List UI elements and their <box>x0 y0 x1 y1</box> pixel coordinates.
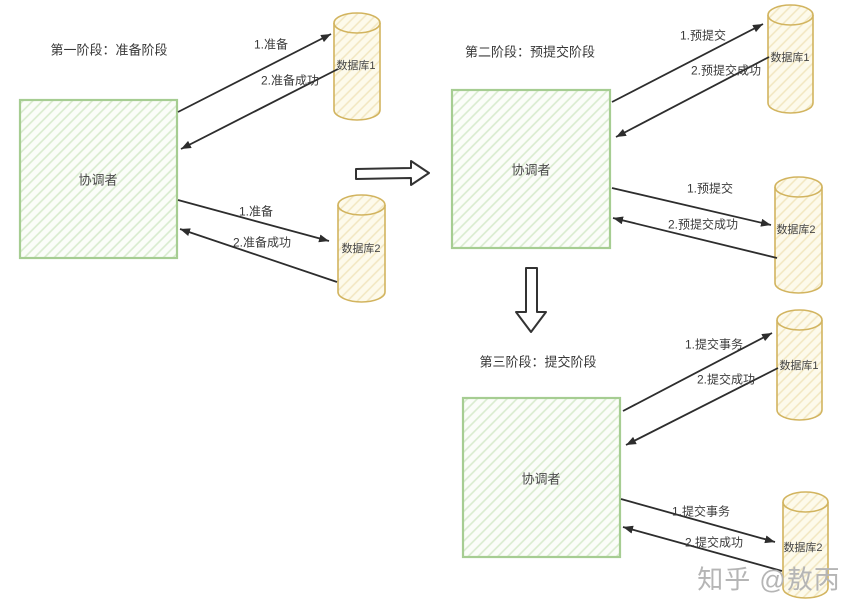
zhihu-watermark: 知乎 @敖丙 <box>697 564 841 595</box>
phase3-message-commit-ok-db2: 2.提交成功 <box>684 535 744 550</box>
flow-arrow-down-icon <box>515 267 547 333</box>
phase1-prepare-ok-arrow-db2 <box>179 228 338 283</box>
phase1-title: 第一阶段：准备阶段 <box>50 42 168 58</box>
phase1-prepare-arrow-db1 <box>177 33 332 113</box>
phase1-database2-label: 数据库2 <box>341 243 381 255</box>
phase1-database1-cylinder <box>333 23 381 121</box>
phase2-database1-cylinder-top <box>767 4 814 26</box>
phase1-message-prepare-ok-db1: 2.准备成功 <box>260 73 320 88</box>
phase1-database2-cylinder <box>337 205 386 303</box>
phase3-title: 第三阶段：提交阶段 <box>479 354 597 370</box>
phase3-message-commit-db2: 1.提交事务 <box>671 504 731 519</box>
phase2-database2-cylinder-top <box>774 176 823 198</box>
phase2-precommit-arrow-db2 <box>611 187 772 227</box>
phase2-database1-label: 数据库1 <box>770 52 810 64</box>
phase3-database1-cylinder <box>776 320 823 421</box>
phase1-coordinator-box <box>18 98 179 260</box>
phase2-coordinator-box <box>450 88 612 250</box>
phase1-database1-label: 数据库1 <box>336 60 376 72</box>
phase2-message-precommit-ok-db1: 2.预提交成功 <box>690 63 762 78</box>
phase1-message-prepare-ok-db2: 2.准备成功 <box>232 235 292 250</box>
phase3-database2-label: 数据库2 <box>783 542 823 554</box>
phase1-coordinator-label: 协调者 <box>78 172 118 188</box>
phase3-commit-arrow-db1 <box>622 332 773 412</box>
phase2-precommit-ok-arrow-db2 <box>612 216 778 259</box>
phase3-message-commit-db1: 1.提交事务 <box>684 337 744 352</box>
phase3-database1-label: 数据库1 <box>779 360 819 372</box>
phase1-group <box>18 12 386 303</box>
phase1-database2-cylinder-top <box>337 194 386 216</box>
phase2-database2-cylinder <box>774 187 823 294</box>
phase1-message-prepare-db1: 1.准备 <box>253 37 289 52</box>
phase2-coordinator-label: 协调者 <box>511 162 551 178</box>
phase2-precommit-ok-arrow-db1 <box>615 56 770 138</box>
phase2-database1-cylinder <box>767 15 814 114</box>
phase1-prepare-ok-arrow-db1 <box>180 68 339 150</box>
phase3-database2-cylinder-top <box>782 491 829 513</box>
phase3-commit-ok-arrow-db2 <box>622 525 783 572</box>
phase1-database1-cylinder-top <box>333 12 381 34</box>
phase3-coordinator-label: 协调者 <box>521 471 561 487</box>
phase3-database2-cylinder <box>782 502 829 599</box>
phase3-database1-cylinder-top <box>776 309 823 331</box>
phase1-prepare-arrow-db2 <box>177 199 330 243</box>
phase3-group <box>461 309 829 599</box>
phase2-database2-label: 数据库2 <box>776 224 816 236</box>
phase1-message-prepare-db2: 1.准备 <box>238 204 274 219</box>
phase3-commit-ok-arrow-db1 <box>625 367 779 446</box>
phase3-coordinator-box <box>461 396 622 559</box>
flow-arrow-right-icon <box>355 160 430 186</box>
phase3-commit-arrow-db2 <box>620 498 776 544</box>
phase2-message-precommit-ok-db2: 2.预提交成功 <box>667 217 739 232</box>
phase2-precommit-arrow-db1 <box>611 23 764 103</box>
phase3-message-commit-ok-db1: 2.提交成功 <box>696 372 756 387</box>
phase2-title: 第二阶段：预提交阶段 <box>464 44 596 60</box>
phase2-message-precommit-db2: 1.预提交 <box>686 181 734 196</box>
phase2-message-precommit-db1: 1.预提交 <box>679 28 727 43</box>
phase2-group <box>450 4 823 294</box>
